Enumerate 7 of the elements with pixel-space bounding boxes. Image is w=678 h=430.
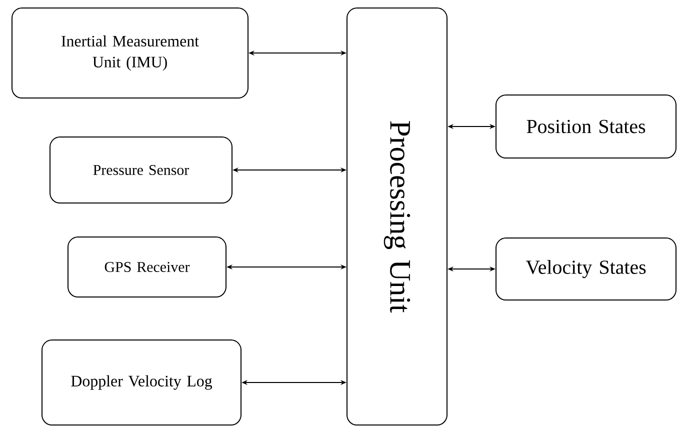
process-box: Velocity States: [496, 238, 676, 300]
process-box: Inertial Measurement Unit (IMU): [12, 8, 248, 98]
process-box: Pressure Sensor: [50, 136, 232, 204]
process-box: Position States: [496, 94, 676, 158]
process-box: GPS Receiver: [68, 236, 226, 298]
process-box: Doppler Velocity Log: [42, 340, 242, 426]
process-box: Processing Unit: [346, 8, 448, 426]
